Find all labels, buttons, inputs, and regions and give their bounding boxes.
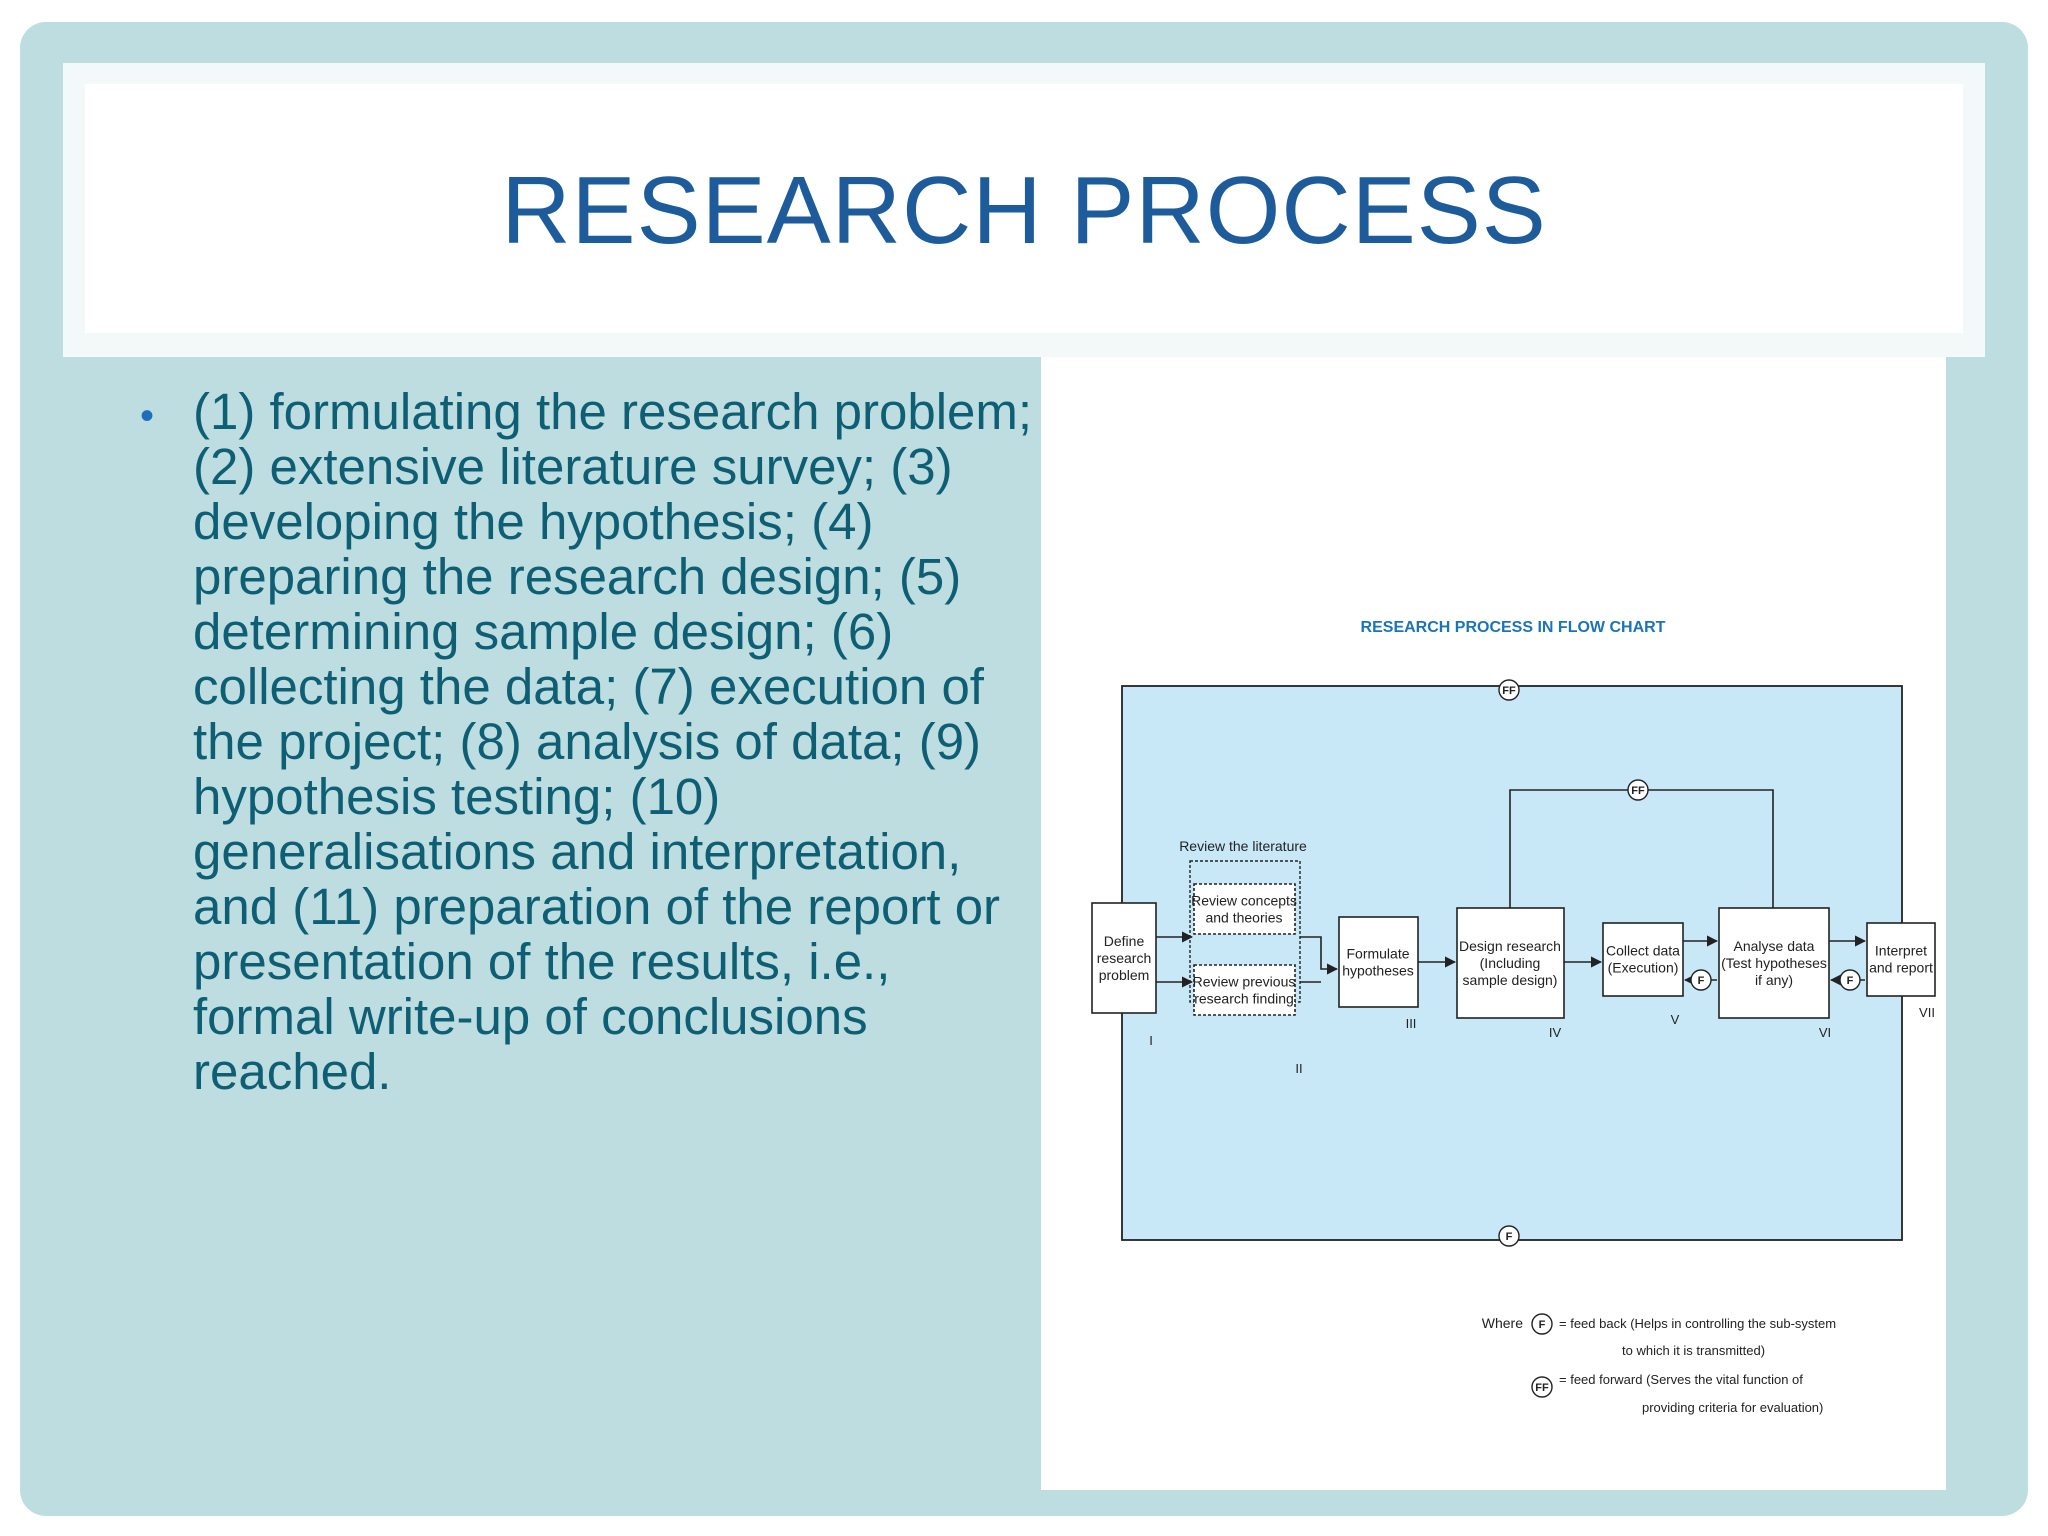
node-analyse-text-line-3: if any): [1755, 972, 1793, 988]
ff-marker-top: [1498, 679, 1520, 701]
node-previous-text-line-2: research finding: [1194, 991, 1294, 1007]
legend-ff-marker-label: FF: [1535, 1382, 1549, 1394]
node-define-text-line-3: problem: [1099, 967, 1150, 983]
node-review-concepts: [1193, 883, 1296, 935]
bullet-dot: •: [140, 394, 155, 438]
node-interpret-text-line-2: and report: [1869, 960, 1933, 976]
stage-numeral-2: II: [1295, 1061, 1302, 1076]
node-collect-text-line-2: (Execution): [1608, 960, 1679, 976]
node-analyse-text-line-2: (Test hypotheses: [1721, 955, 1827, 971]
node-previous-text-line-1: Review previous: [1193, 974, 1296, 990]
flowchart-heading: RESEARCH PROCESS IN FLOW CHART: [1361, 619, 1666, 636]
slide-title: RESEARCH PROCESS: [501, 157, 1547, 264]
node-design-text-line-2: (Including: [1480, 955, 1541, 971]
node-formulate-text-line-1: Formulate: [1346, 946, 1409, 962]
node-review-previous: [1193, 964, 1296, 1016]
node-design-text-line-3: sample design): [1463, 972, 1558, 988]
f-marker-bottom-label: F: [1506, 1231, 1513, 1243]
legend-f-line-1: = feed back (Helps in controlling the su…: [1559, 1316, 1836, 1331]
f-marker-analyse: [1839, 969, 1861, 991]
legend-f-marker: [1531, 1313, 1553, 1335]
legend-ff-line-2: providing criteria for evaluation): [1642, 1400, 1823, 1415]
group-label-review-literature: Review the literature: [1179, 838, 1307, 854]
flowchart-diagram: RESEARCH PROCESS IN FLOW CHARTFFFReview …: [1091, 619, 1936, 1415]
legend-f-marker-label: F: [1539, 1319, 1546, 1331]
stage-numeral-7: VII: [1919, 1005, 1935, 1020]
stage-numeral-6: VI: [1819, 1025, 1831, 1040]
ff-marker-top-label: FF: [1502, 685, 1516, 697]
stage-numeral-4: IV: [1549, 1025, 1562, 1040]
f-marker-bottom: [1498, 1225, 1520, 1247]
legend-f-line-2: to which it is transmitted): [1622, 1343, 1765, 1358]
legend-where: Where: [1482, 1315, 1523, 1331]
node-define-research-problem: [1091, 902, 1157, 1014]
title-box: RESEARCH PROCESS: [85, 84, 1963, 333]
stage-numeral-3: III: [1406, 1016, 1417, 1031]
arrow-concepts-to-formulate: [1300, 936, 1339, 975]
node-collect-text-line-1: Collect data: [1606, 943, 1680, 959]
node-collect-data: [1602, 922, 1684, 997]
node-define-text-line-1: Define: [1104, 933, 1145, 949]
node-interpret-text-line-1: Interpret: [1875, 943, 1927, 959]
node-formulate-hypotheses: [1338, 916, 1419, 1008]
node-analyse-text-line-1: Analyse data: [1734, 938, 1815, 954]
f-marker-collect: [1690, 969, 1712, 991]
node-define-text-line-2: research: [1097, 950, 1151, 966]
ff-marker-middle-label: FF: [1631, 785, 1645, 797]
node-concepts-text-line-2: and theories: [1205, 910, 1282, 926]
node-analyse-data: [1718, 907, 1830, 1019]
bullet-text: (1) formulating the research problem; (2…: [193, 383, 1033, 1100]
node-concepts-text-line-1: Review concepts: [1191, 893, 1297, 909]
f-marker-collect-label: F: [1698, 975, 1705, 987]
node-design-research: [1456, 907, 1565, 1019]
stage-numeral-1: I: [1149, 1033, 1153, 1048]
legend-ff-marker: [1531, 1376, 1553, 1398]
node-formulate-text-line-2: hypotheses: [1342, 963, 1414, 979]
node-interpret-report: [1866, 922, 1936, 997]
stage-numeral-5: V: [1671, 1012, 1680, 1027]
f-marker-analyse-label: F: [1847, 975, 1854, 987]
legend-ff-line-1: = feed forward (Serves the vital functio…: [1559, 1372, 1803, 1387]
node-design-text-line-1: Design research: [1459, 938, 1561, 954]
ff-marker-middle: [1627, 779, 1649, 801]
